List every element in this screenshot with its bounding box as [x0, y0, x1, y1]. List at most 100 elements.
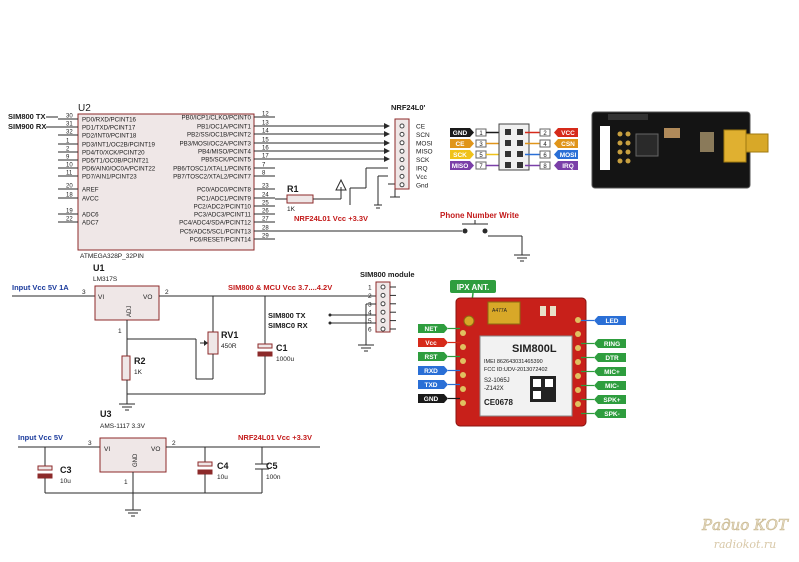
nrf-pinout-num: 6 — [543, 153, 547, 159]
sim-left-pin-label: GND — [424, 396, 439, 403]
sim-pad-left — [460, 344, 466, 350]
nrf-pin-dot — [505, 162, 511, 168]
mcu-pin-label: PB6/TOSC1/XTAL1/PCINT6 — [173, 166, 251, 173]
mcu-pin-label: PB5/SCK/PCINT5 — [201, 157, 251, 164]
nrf-module-pin — [625, 149, 631, 155]
u1-vi: VI — [98, 294, 104, 301]
input-5v-label: Input Vcc 5V — [18, 433, 63, 442]
mcu-pin-label: PD1/TXD/PCINT17 — [82, 125, 136, 132]
sim-pad-right — [575, 373, 581, 379]
sim-header-pin — [380, 292, 386, 298]
mcu-pin-label: PB2/SS/OC1B/PCINT2 — [187, 132, 252, 139]
mcu-pin-number: 26 — [262, 209, 269, 215]
input-5v-1a-label: Input Vcc 5V 1A — [12, 283, 69, 292]
nrf-header-pin-label: Vcc — [416, 174, 428, 181]
sim-left-pin-label: RXD — [424, 368, 438, 375]
mcu-pin-number: 25 — [262, 201, 269, 207]
nrf-pinout-right-shape — [554, 161, 578, 170]
sim-antenna-label: IPX ANT. — [457, 283, 490, 292]
sim-pad-left — [460, 400, 466, 406]
c5-value: 100n — [266, 474, 281, 481]
nrf-pin-dot — [517, 140, 523, 146]
mcu-pin-number: 16 — [262, 146, 269, 152]
nrf-pinout-left-label: SCK — [453, 152, 467, 159]
nrf-pinout-num: 7 — [479, 164, 483, 170]
sim-code2: -Z142X — [484, 386, 504, 392]
mcu-pin-label: PB0/ICP1/CLKO/PCINT0 — [182, 115, 252, 122]
nrf-pinout-num: 8 — [543, 164, 547, 170]
sim-pad-right — [575, 345, 581, 351]
mcu-pin-number: 14 — [262, 129, 269, 135]
spi-wires — [275, 123, 390, 162]
nrf-pinout-num: 5 — [479, 153, 483, 159]
mcu-pin-number: 9 — [66, 155, 70, 161]
sim-left-pin-label: TXD — [425, 382, 438, 389]
sim-left-pin-label: Vcc — [425, 340, 437, 347]
sim-pad-left — [460, 372, 466, 378]
sim-right-pin-shape — [594, 381, 626, 390]
nrf-pinout-num: 4 — [543, 142, 547, 148]
sim-header-pin — [380, 284, 386, 290]
nrf-header-pin — [399, 148, 405, 154]
sim-right-pin-label: DTR — [605, 355, 619, 362]
nrf-header-pin — [399, 165, 405, 171]
c4-ref: C4 — [217, 461, 229, 471]
rv1-potentiometer: RV1 450R — [200, 296, 238, 379]
mcu-body — [77, 113, 255, 251]
mcu-pin-label: PD3/INT1/OC2B/PCINT19 — [82, 142, 155, 149]
nrf-pinout-left-shape — [450, 150, 474, 159]
nrf-pinout-right-shape — [554, 150, 578, 159]
nrf-vcc-out-label: NRF24L01 Vcc +3.3V — [238, 433, 312, 442]
mcu-pin-number: 31 — [66, 122, 73, 128]
c1-ref: C1 — [276, 343, 288, 353]
r1-resistor: R1 1K — [275, 184, 341, 213]
nrf-pin-dot — [517, 151, 523, 157]
sim-pad-right — [575, 359, 581, 365]
r1-value: 1K — [287, 206, 296, 213]
nrf-header-pin-label: MISO — [416, 149, 433, 156]
c1-capacitor: C1 1000u — [257, 296, 294, 394]
sim-pad-left — [460, 330, 466, 336]
mcu-pin-number: 17 — [262, 154, 269, 160]
nrf-pinout-right-shape — [554, 128, 578, 137]
mcu-pin-label: ADC6 — [82, 212, 99, 219]
sim-pad-right — [575, 317, 581, 323]
mcu-pin-number: 10 — [66, 163, 73, 169]
sim-header-pin — [380, 318, 386, 324]
u1-adj: ADJ — [127, 306, 133, 317]
nrf-header-pin — [399, 157, 405, 163]
nrf-module-pin — [625, 140, 631, 146]
mcu-pin-label: ADC7 — [82, 220, 99, 227]
mcu-pin-number: 1 — [66, 139, 70, 145]
nrf-header-title: NRF24L0' — [391, 103, 426, 112]
sim-tx-top-label: SIM800 TX — [8, 112, 46, 121]
sim-right-pin-shape — [594, 395, 626, 404]
sim-fccid: FCC ID:UDV-2013072402 — [484, 367, 548, 373]
sim-header-pin — [380, 326, 386, 332]
mcu-pin-label: PB4/MISO/PCINT4 — [198, 149, 252, 156]
nrf-pinout-right-label: VCC — [561, 130, 575, 137]
sim-header-pin-number: 4 — [368, 310, 372, 317]
mcu-pin-label: PC5/ADC5/SCL/PCINT13 — [180, 229, 252, 236]
mcu-pin-number: 30 — [66, 114, 73, 120]
mcu-pin-label: PC4/ADC4/SDA/PCINT12 — [179, 220, 251, 227]
mcu-pin-number: 13 — [262, 121, 269, 127]
sim-pad-left — [460, 358, 466, 364]
nrf-pinout-num: 1 — [479, 131, 483, 137]
nrf-module-pin — [617, 158, 623, 164]
mcu-pin-label: PC3/ADC3/PCINT11 — [194, 212, 252, 219]
nrf-module-pin — [625, 131, 631, 137]
nrf-header-pin — [399, 140, 405, 146]
mcu-pin-label: PB1/OC1A/PCINT1 — [197, 124, 252, 131]
nrf-header-pin-label: IRQ — [416, 166, 428, 173]
mcu-pin-label: PD5/T1/OC0B/PCINT21 — [82, 158, 149, 165]
sim-mcu-vcc-label: SIM800 & MCU Vcc 3.7....4.2V — [228, 283, 332, 292]
nrf-pinout-right-label: CSN — [561, 141, 575, 148]
mcu-pin-number: 7 — [262, 163, 266, 169]
nrf-pin-dot — [505, 129, 511, 135]
sim-right-pin-label: MIC- — [605, 383, 619, 390]
